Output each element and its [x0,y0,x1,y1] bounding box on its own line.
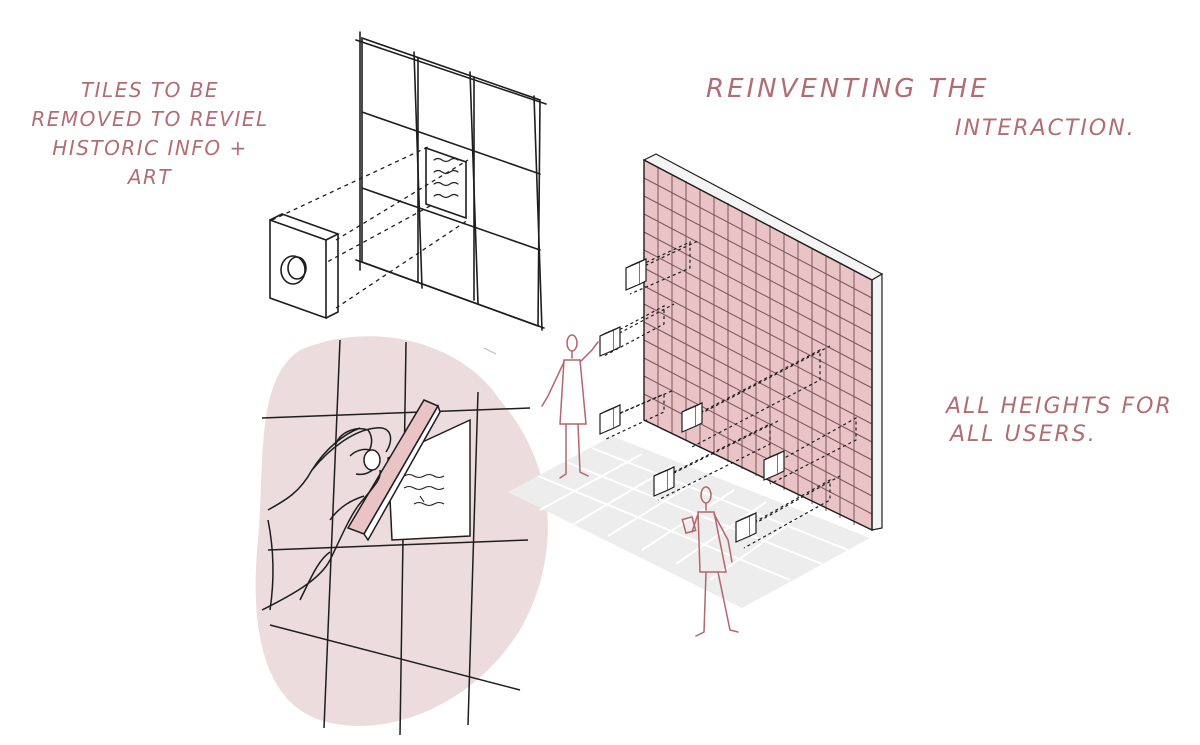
heights-note-line-2: ALL USERS. [950,422,1097,447]
heights-note-line-1: ALL HEIGHTS FOR [946,394,1173,419]
hand-detail-vignette [255,336,548,736]
tiles-note-line-4: ART [127,165,173,189]
tile-wall [642,153,884,532]
projection-lines-top [271,145,469,309]
tiles-note-line-2: REMOVED TO REVIEL [31,107,269,131]
user-figure-standing [541,334,599,479]
user-figure-with-phone [681,486,739,637]
exploded-tile-grid [355,31,547,331]
interactive-box-icon [269,213,341,320]
wall-interaction-points [599,239,857,549]
floor-grid [508,436,870,608]
tiles-note-line-1: TILES TO BE [80,78,220,102]
stray-mark [483,347,497,355]
title-line-2: INTERACTION. [955,116,1136,141]
tiles-note-line-3: HISTORIC INFO + [52,136,248,160]
title-line-1: REINVENTING THE [706,74,990,104]
tiles-note: TILES TO BE REMOVED TO REVIEL HISTORIC I… [30,76,270,192]
heights-note: ALL HEIGHTS FOR ALL USERS. [946,393,1173,449]
